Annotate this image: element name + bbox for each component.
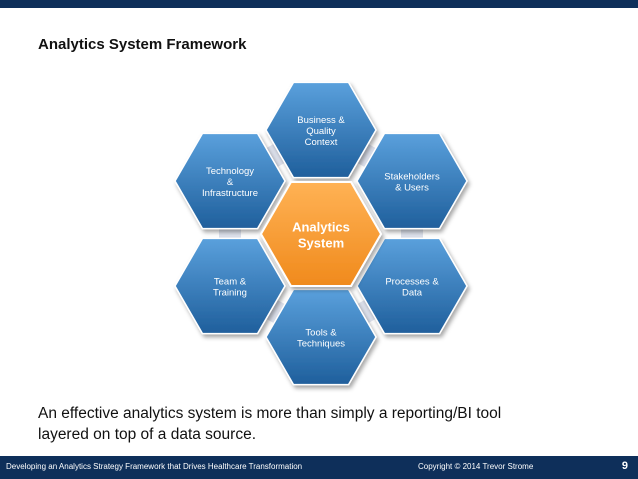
caption-line-1: An effective analytics system is more th… bbox=[38, 405, 502, 422]
hex-label-team: Team &Training bbox=[213, 276, 247, 298]
hex-shape-tools bbox=[265, 288, 377, 386]
hex-label-technology: Technology&Infrastructure bbox=[202, 166, 258, 199]
footer-copyright: Copyright © 2014 Trevor Strome bbox=[418, 462, 534, 471]
caption-line-2: layered on top of a data source. bbox=[38, 426, 257, 443]
hex-node-stakeholders: Stakeholders& Users bbox=[356, 132, 468, 230]
footer-title: Developing an Analytics Strategy Framewo… bbox=[6, 462, 303, 471]
hex-label-processes: Processes &Data bbox=[385, 276, 439, 298]
hex-label-tools: Tools &Techniques bbox=[297, 327, 345, 349]
footer-bar: Developing an Analytics Strategy Framewo… bbox=[0, 456, 638, 479]
hex-shape-technology bbox=[174, 132, 286, 230]
hex-node-technology: Technology&Infrastructure bbox=[174, 132, 286, 230]
hex-shape-processes bbox=[356, 237, 468, 335]
hex-shape-center bbox=[259, 181, 383, 287]
hex-shape-stakeholders bbox=[356, 132, 468, 230]
hex-node-team: Team &Training bbox=[174, 237, 286, 335]
hex-node-processes: Processes &Data bbox=[356, 237, 468, 335]
hex-shape-business bbox=[265, 81, 377, 179]
top-bar bbox=[0, 0, 638, 8]
hex-label-stakeholders: Stakeholders& Users bbox=[384, 171, 440, 193]
page-number: 9 bbox=[621, 460, 628, 472]
caption: An effective analytics system is more th… bbox=[38, 403, 598, 445]
hex-node-tools: Tools &Techniques bbox=[265, 288, 377, 386]
hex-shape-team bbox=[174, 237, 286, 335]
slide-title: Analytics System Framework bbox=[38, 36, 247, 53]
